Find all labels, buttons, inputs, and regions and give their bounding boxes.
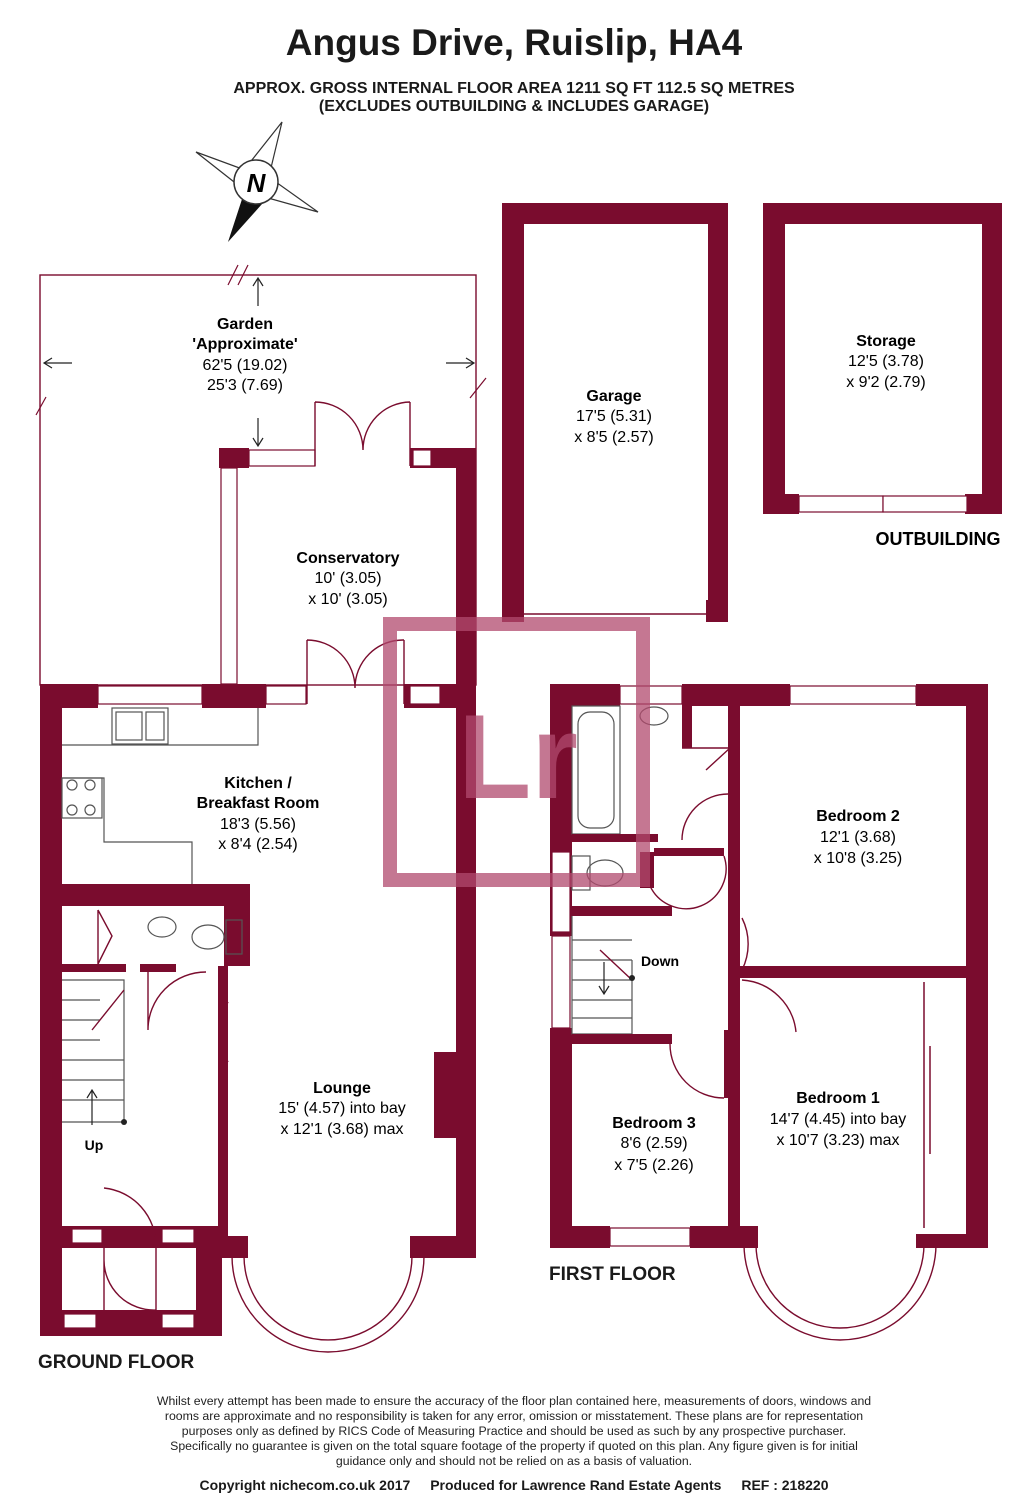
bedroom3-dim1: 8'6 (2.59) [620,1135,687,1152]
stairs-up-label: Up [85,1137,104,1153]
plan-title: Angus Drive, Ruislip, HA4 [285,22,743,63]
garden-dim1: 62'5 (19.02) [203,357,288,374]
outbuilding-walls [763,203,1002,514]
footer: Copyright nichecom.co.uk 2017 Produced f… [0,1477,1028,1493]
bedroom3-dim2: x 7'5 (2.26) [614,1157,694,1174]
conservatory-name: Conservatory [296,550,399,567]
garage-name: Garage [586,388,641,405]
storage-name: Storage [856,333,916,350]
bedroom3-name: Bedroom 3 [612,1115,696,1132]
bedroom2-dim1: 12'1 (3.68) [820,829,896,846]
bedroom1-dim1: 14'7 (4.45) into bay [770,1111,906,1128]
floor-area-line: APPROX. GROSS INTERNAL FLOOR AREA 1211 S… [233,80,795,97]
north-compass-icon: N [195,121,319,242]
storage-dim2: x 9'2 (2.79) [846,374,926,391]
outbuilding-label: OUTBUILDING [876,529,1001,549]
disclaimer-line: guidance only and should not be relied o… [335,1454,693,1468]
kitchen-dim1: 18'3 (5.56) [220,816,296,833]
disclaimer-text: Whilst every attempt has been made to en… [110,1394,918,1469]
conservatory-dim1: 10' (3.05) [314,570,381,587]
garden-dim2: 25'3 (7.69) [207,377,283,394]
kitchen-name: Kitchen / [224,775,292,792]
disclaimer-line: Specifically no guarantee is given on th… [170,1439,858,1453]
stairs-down-label: Down [641,953,679,969]
storage-dim1: 12'5 (3.78) [848,353,924,370]
lawrence-rand-logo: Lr [383,617,650,887]
garden-approx: 'Approximate' [192,336,297,353]
lounge-name: Lounge [313,1080,371,1097]
bedroom2-name: Bedroom 2 [816,808,900,825]
bedroom2-dim2: x 10'8 (3.25) [814,850,902,867]
kitchen-dim2: x 8'4 (2.54) [218,836,298,853]
garage-dim2: x 8'5 (2.57) [574,429,654,446]
first-floor-label: FIRST FLOOR [549,1264,676,1285]
garage-dim1: 17'5 (5.31) [576,408,652,425]
copyright-text: Copyright nichecom.co.uk 2017 [199,1477,411,1493]
watermark-text: Lr [458,690,578,824]
first-floor-walls [550,684,988,1341]
ground-floor-label: GROUND FLOOR [38,1352,195,1373]
compass-n-letter: N [247,168,267,198]
bedroom1-dim2: x 10'7 (3.23) max [776,1132,899,1149]
garden-name: Garden [217,316,273,333]
floor-plan-drawing: N [35,121,1002,1353]
reference-text: REF : 218220 [741,1477,829,1493]
lounge-dim1: 15' (4.57) into bay [278,1100,406,1117]
disclaimer-line: rooms are approximate and no responsibil… [164,1409,864,1423]
garage-walls [502,203,728,622]
excludes-line: (EXCLUDES OUTBUILDING & INCLUDES GARAGE) [318,98,710,115]
ground-floor-walls [40,401,476,1353]
lounge-dim2: x 12'1 (3.68) max [280,1121,403,1138]
disclaimer-line: purposes only as defined by RICS Code of… [181,1424,847,1438]
conservatory-dim2: x 10' (3.05) [308,591,388,608]
bedroom1-name: Bedroom 1 [796,1090,880,1107]
disclaimer-line: Whilst every attempt has been made to en… [156,1394,872,1408]
kitchen-name2: Breakfast Room [197,795,320,812]
produced-for-text: Produced for Lawrence Rand Estate Agents [430,1477,722,1493]
